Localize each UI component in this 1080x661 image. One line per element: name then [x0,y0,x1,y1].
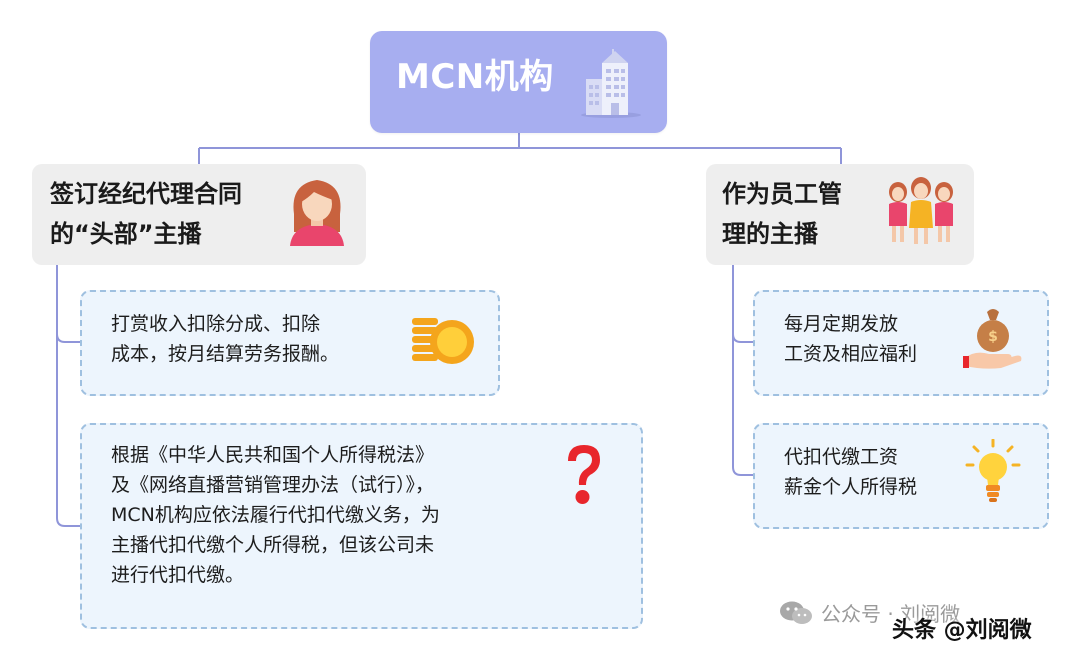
leaf-text: 每月定期发放 工资及相应福利 [784,309,917,369]
branch-title-line: 作为员工管 [722,180,842,208]
branch-title-line: 理的主播 [722,220,818,248]
connector-right-leaf2 [732,334,753,476]
connector-left-leaf1 [56,265,80,343]
leaf-line: 打赏收入扣除分成、扣除 [111,313,321,335]
branch-head-anchor: 签订经纪代理合同 的“头部”主播 [32,164,366,265]
leaf-line: 主播代扣代缴个人所得税，但该公司未 [111,534,435,556]
hand-money-bag-icon: $ [963,309,1022,369]
connector-right-leaf1 [732,265,753,343]
branch-title: 签订经纪代理合同 的“头部”主播 [50,174,242,254]
leaf-line: 成本，按月结算劳务报酬。 [111,343,340,365]
red-question-mark-icon [568,445,600,504]
leaf-line: 每月定期发放 [784,313,899,335]
group-of-women-icon [889,177,953,244]
wechat-watermark-text: 公众号 · 刘阅微 [821,602,961,626]
leaf-text: 根据《中华人民共和国个人所得税法》 及《网络直播营销管理办法（试行）》， MCN… [111,440,440,590]
branch-title-line: 的“头部”主播 [50,220,202,248]
office-building-icon [581,49,641,118]
toutiao-watermark: 头条 @刘阅微 [892,618,1032,643]
root-node: MCN机构 [370,31,667,133]
leaf-line: 根据《中华人民共和国个人所得税法》 [111,444,435,466]
leaf-line: 薪金个人所得税 [784,476,918,498]
leaf-line: MCN机构应依法履行代扣代缴义务，为 [111,504,440,526]
root-title: MCN机构 [396,57,554,97]
lightbulb-icon [965,439,1021,502]
leaf-text: 打赏收入扣除分成、扣除 成本，按月结算劳务报酬。 [111,309,339,369]
wechat-icon [780,601,812,624]
female-avatar-icon [290,180,344,246]
gold-coins-icon [412,318,474,364]
leaf-line: 工资及相应福利 [784,343,918,365]
leaf-line: 代扣代缴工资 [784,446,899,468]
leaf-tax-law: 根据《中华人民共和国个人所得税法》 及《网络直播营销管理办法（试行）》， MCN… [80,423,643,629]
leaf-tip-income: 打赏收入扣除分成、扣除 成本，按月结算劳务报酬。 [80,290,500,396]
leaf-line: 及《网络直播营销管理办法（试行）》， [111,474,435,496]
leaf-withholding: 代扣代缴工资 薪金个人所得税 [753,423,1049,529]
branch-title: 作为员工管 理的主播 [722,174,842,254]
branch-employee-anchor: 作为员工管 理的主播 [706,164,974,265]
connector-left-leaf2 [56,334,80,527]
leaf-text: 代扣代缴工资 薪金个人所得税 [784,442,917,502]
leaf-salary: 每月定期发放 工资及相应福利 $ [753,290,1049,396]
leaf-line: 进行代扣代缴。 [111,564,245,586]
branch-title-line: 签订经纪代理合同 [50,180,242,208]
wechat-watermark: 公众号 · 刘阅微 [779,598,960,627]
svg-text:$: $ [988,329,998,345]
